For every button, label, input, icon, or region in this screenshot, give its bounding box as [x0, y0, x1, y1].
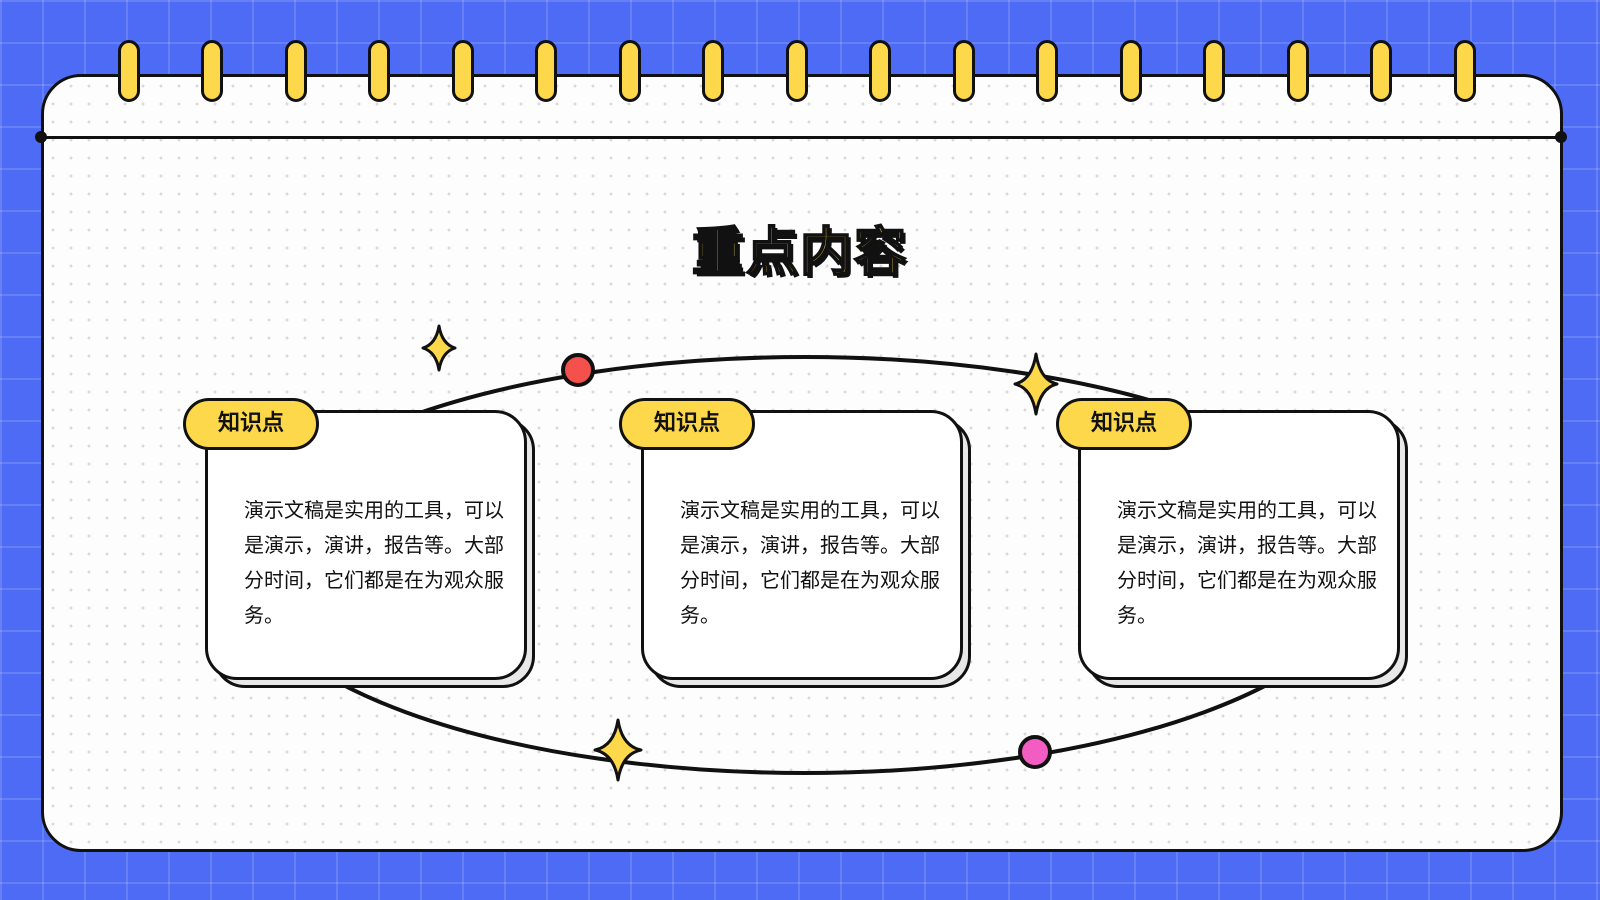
- binder-ring-icon: [1203, 40, 1225, 102]
- card-body: 演示文稿是实用的工具，可以是演示，演讲，报告等。大部分时间，它们都是在为观众服务…: [641, 410, 963, 680]
- binder-rings: [0, 0, 1600, 110]
- knowledge-card: 演示文稿是实用的工具，可以是演示，演讲，报告等。大部分时间，它们都是在为观众服务…: [1078, 410, 1408, 690]
- divider-end-dot: [1555, 131, 1567, 143]
- knowledge-card: 演示文稿是实用的工具，可以是演示，演讲，报告等。大部分时间，它们都是在为观众服务…: [205, 410, 535, 690]
- card-tag: 知识点: [183, 398, 319, 450]
- binder-ring-icon: [1287, 40, 1309, 102]
- binder-ring-icon: [201, 40, 223, 102]
- binder-ring-icon: [1370, 40, 1392, 102]
- binder-ring-icon: [1036, 40, 1058, 102]
- knowledge-card: 演示文稿是实用的工具，可以是演示，演讲，报告等。大部分时间，它们都是在为观众服务…: [641, 410, 971, 690]
- binder-ring-icon: [452, 40, 474, 102]
- binder-ring-icon: [118, 40, 140, 102]
- binder-ring-icon: [535, 40, 557, 102]
- slide-title: 重点内容: [691, 222, 908, 284]
- binder-ring-icon: [786, 40, 808, 102]
- card-tag: 知识点: [619, 398, 755, 450]
- header-divider: [41, 136, 1561, 139]
- binder-ring-icon: [1454, 40, 1476, 102]
- card-text: 演示文稿是实用的工具，可以是演示，演讲，报告等。大部分时间，它们都是在为观众服务…: [1117, 498, 1377, 627]
- binder-ring-icon: [619, 40, 641, 102]
- binder-ring-icon: [1120, 40, 1142, 102]
- card-tag: 知识点: [1056, 398, 1192, 450]
- sparkle-icon: [593, 718, 643, 782]
- card-text: 演示文稿是实用的工具，可以是演示，演讲，报告等。大部分时间，它们都是在为观众服务…: [244, 498, 504, 627]
- binder-ring-icon: [702, 40, 724, 102]
- binder-ring-icon: [953, 40, 975, 102]
- sparkle-icon: [1013, 352, 1059, 416]
- binder-ring-icon: [869, 40, 891, 102]
- sparkle-icon: [421, 324, 457, 372]
- card-body: 演示文稿是实用的工具，可以是演示，演讲，报告等。大部分时间，它们都是在为观众服务…: [1078, 410, 1400, 680]
- card-text: 演示文稿是实用的工具，可以是演示，演讲，报告等。大部分时间，它们都是在为观众服务…: [680, 498, 940, 627]
- divider-end-dot: [35, 131, 47, 143]
- binder-ring-icon: [285, 40, 307, 102]
- card-body: 演示文稿是实用的工具，可以是演示，演讲，报告等。大部分时间，它们都是在为观众服务…: [205, 410, 527, 680]
- binder-ring-icon: [368, 40, 390, 102]
